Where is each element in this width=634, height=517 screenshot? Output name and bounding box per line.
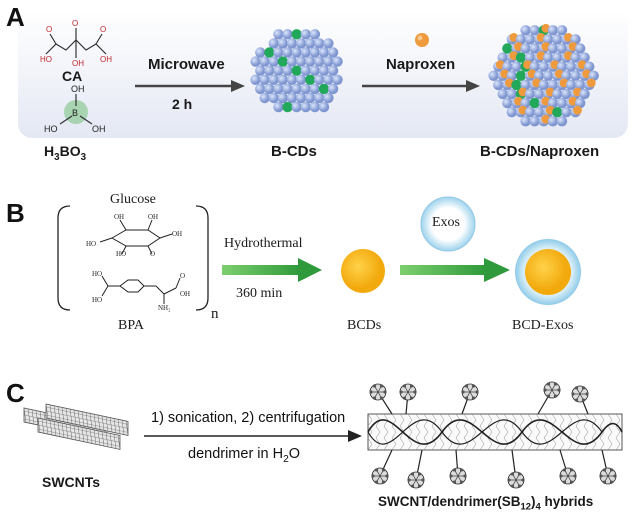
product-b-cds-label: B-CDs [271,143,317,160]
reaction-arrow-c [144,430,362,442]
reactant-swcnts-label: SWCNTs [42,474,101,490]
svg-text:O: O [150,250,155,258]
naproxen-dot [573,105,582,115]
sb12-cluster-icon [571,385,589,403]
svg-text:O: O [46,25,52,34]
svg-text:HO: HO [92,270,102,278]
naproxen-dot [586,78,596,88]
svg-text:HO: HO [92,296,102,304]
monomer-brackets [57,205,209,311]
step-sonication-label: 1) sonication, 2) centrifugation [151,410,346,426]
product-b-cds-naproxen-label: B-CDs/Naproxen [480,143,600,160]
svg-text:HO: HO [86,240,96,248]
step-time-label: 2 h [172,96,193,112]
reaction-arrow-a2 [362,80,480,92]
sb12-cluster-icon [559,467,577,485]
svg-text:HO: HO [116,250,126,258]
svg-text:O: O [72,19,78,28]
swcnt-dendrimer-hybrid [367,381,623,489]
bpa-structure: HO HO O NH₂ OH [92,270,190,312]
bcd-particle [341,249,385,293]
step-duration-label: 360 min [236,286,283,301]
panel-a-letter: A [6,2,25,32]
panel-c-letter: C [6,378,25,408]
svg-text:NH₂: NH₂ [158,304,171,312]
svg-text:HO: HO [40,55,52,64]
sb12-cluster-icon [543,381,561,399]
sb12-cluster-icon [461,383,479,401]
svg-text:B: B [72,108,78,118]
product-bcd-exos-label: BCD-Exos [512,318,574,333]
reaction-arrow-b2 [400,258,510,282]
b-cds-particle [250,29,343,113]
reactant-ca-label: CA [62,68,83,84]
svg-text:OH: OH [100,55,112,64]
svg-text:HO: HO [44,124,58,134]
product-bcds-label: BCDs [347,318,382,333]
sb12-cluster-icon [507,471,525,489]
step-hydrothermal-label: Hydrothermal [224,236,303,251]
reaction-arrow-b1 [222,258,322,282]
svg-text:OH: OH [72,59,84,68]
svg-text:OH: OH [114,213,124,221]
svg-text:O: O [180,272,185,280]
product-hybrid-label: SWCNT/dendrimer(SB12)4 hybrids [378,494,594,513]
svg-text:OH: OH [180,290,190,298]
sb12-cluster-icon [369,383,387,401]
naproxen-molecule-icon [415,33,429,47]
reaction-arrow-a1 [135,80,245,92]
svg-text:OH: OH [71,84,85,94]
svg-text:OH: OH [92,124,106,134]
reactant-boric-acid-label: H3BO3 [44,143,87,163]
repeat-unit-n: n [211,306,219,322]
sb12-cluster-icon [371,467,389,485]
sb12-cluster-icon [399,383,417,401]
swcnt-bundle [23,403,129,450]
svg-text:OH: OH [148,213,158,221]
step-naproxen-label: Naproxen [386,56,456,73]
bcd-exos-particle [515,239,581,305]
citric-acid-structure: HO O O O OH OH [40,19,112,68]
reagent-exos-label: Exos [432,215,460,230]
b-cds-naproxen-particle [488,23,599,127]
svg-text:OH: OH [172,230,182,238]
reactant-glucose-label: Glucose [110,192,156,207]
sb12-cluster-icon [599,467,617,485]
boric-acid-structure: B OH HO OH [44,84,106,134]
sb12-cluster-icon [449,467,467,485]
exosome-icon [420,196,476,252]
reactant-bpa-label: BPA [118,318,144,333]
panel-b-letter: B [6,198,25,228]
sb12-cluster-icon [407,471,425,489]
svg-text:O: O [100,25,106,34]
glucose-structure: OH OH HO OH HO O [86,213,182,258]
step-dendrimer-label: dendrimer in H2O [188,446,301,465]
step-microwave-label: Microwave [148,56,225,73]
